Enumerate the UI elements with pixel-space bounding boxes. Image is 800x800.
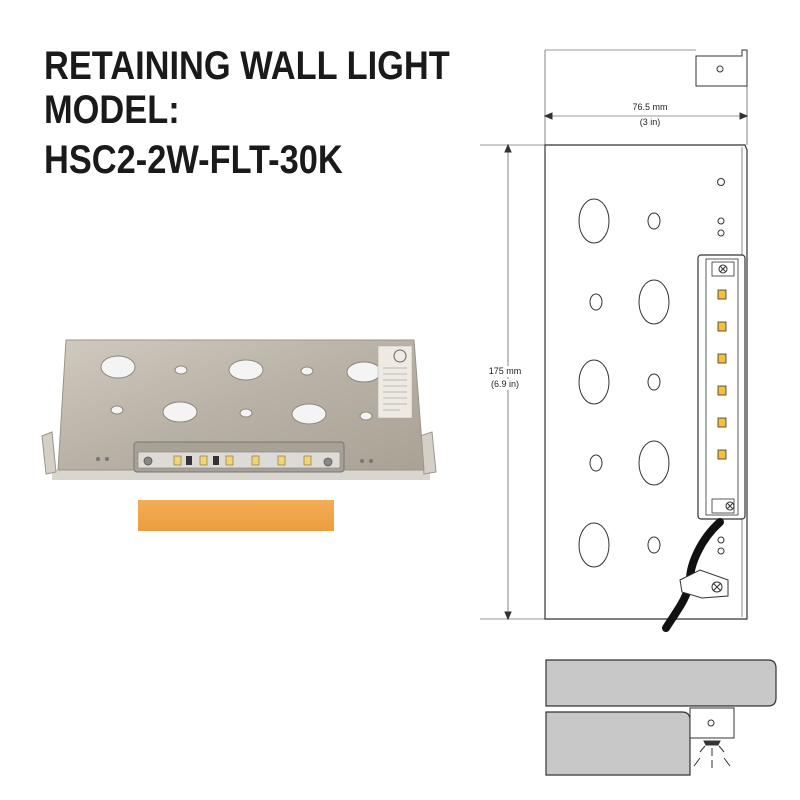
section-fixture-hole	[707, 719, 715, 727]
model-label: MODEL:	[44, 88, 180, 132]
width-dimension-in: (3 in)	[639, 117, 661, 127]
wall-cap	[545, 659, 777, 707]
screw-bottom-icon	[725, 501, 735, 511]
photo-leds	[173, 455, 312, 466]
arrow-up-icon	[504, 143, 512, 153]
screw-cross	[726, 502, 734, 510]
led-strip	[133, 441, 345, 473]
plate-screw-hole	[360, 459, 364, 463]
model-number: HSC2-2W-FLT-30K	[44, 138, 343, 182]
left-flange	[41, 431, 57, 475]
height-dimension-in: (6.9 in)	[470, 379, 540, 390]
height-dimension-mm: 175 mm	[470, 366, 540, 377]
top-bracket	[695, 49, 748, 87]
plate-screw-hole	[369, 459, 373, 463]
plate-screw-hole	[105, 457, 109, 461]
arrow-down-icon	[504, 611, 512, 621]
section-fixture	[689, 707, 735, 739]
module-clip-top	[711, 261, 735, 277]
bracket-hole	[716, 65, 724, 73]
wall-block	[545, 711, 691, 776]
product-label-sticker	[377, 345, 413, 419]
arrow-left-icon	[543, 112, 553, 120]
strip-screw-icon	[143, 456, 153, 466]
light-rays-icon	[693, 740, 731, 768]
fixture-outline	[544, 144, 748, 620]
led-channel	[705, 258, 739, 516]
strip-screw-icon	[323, 457, 333, 467]
arrow-right-icon	[739, 112, 749, 120]
product-title: RETAINING WALL LIGHT	[44, 44, 450, 88]
width-dimension-mm: 76.5 mm	[632, 102, 668, 112]
cable-clamp	[679, 569, 729, 599]
plate-holes	[100, 355, 382, 425]
drawing-leds	[717, 289, 727, 460]
screw-cross	[719, 265, 727, 273]
led-driver-chip	[213, 456, 219, 465]
screw-top-icon	[718, 264, 728, 274]
drawing-holes	[578, 178, 725, 568]
backplate	[57, 339, 425, 471]
amber-lens	[138, 500, 334, 531]
plate-screw-hole	[96, 457, 100, 461]
led-driver-chip	[186, 456, 192, 465]
